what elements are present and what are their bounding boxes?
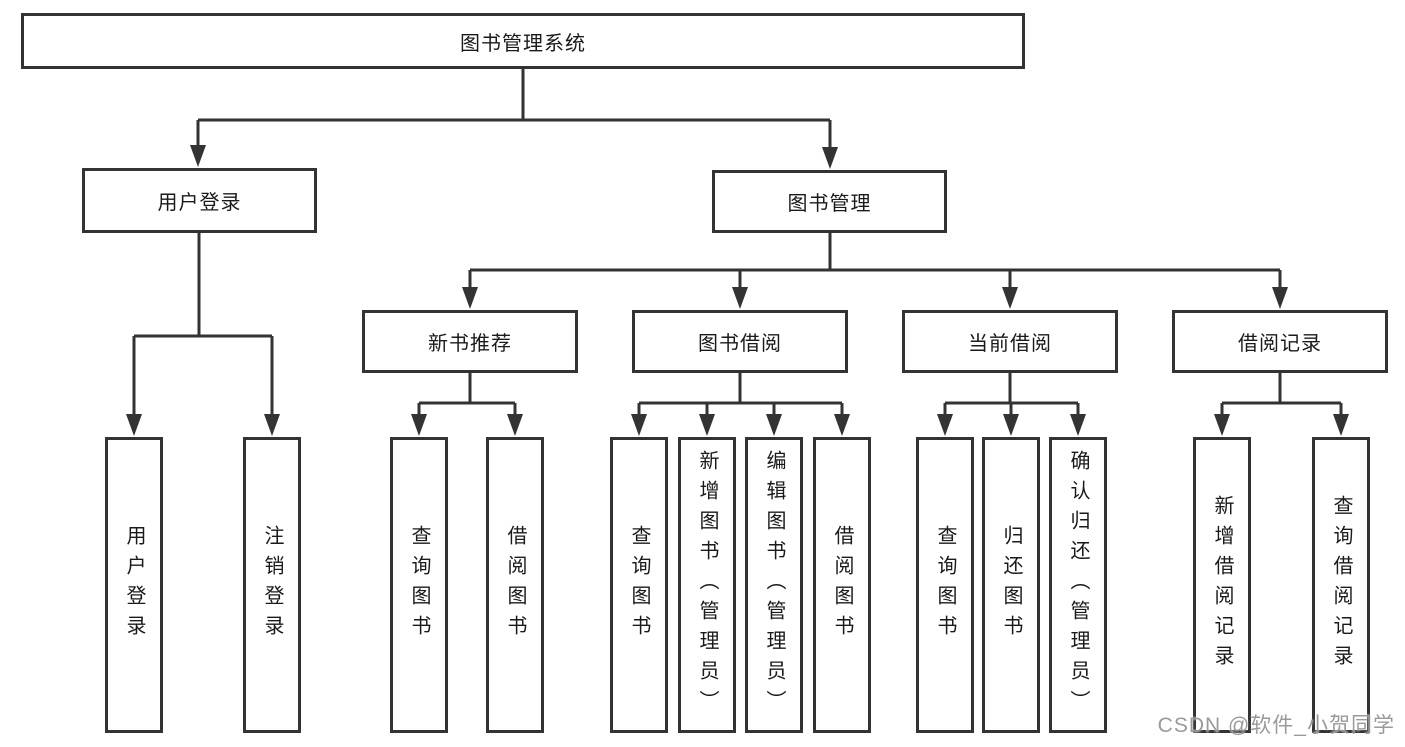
node-label: 新增借阅记录 — [1211, 495, 1233, 675]
node-label: 新书推荐 — [428, 333, 512, 355]
connector-book-mgmt-to-level3 — [462, 233, 1288, 309]
leaf-logout: 注销登录 — [243, 437, 301, 733]
leaf-edit-book-admin: 编辑图书（管理员） — [745, 437, 803, 733]
node-book-borrow: 图书借阅 — [632, 310, 848, 373]
node-borrow-record: 借阅记录 — [1172, 310, 1388, 373]
node-label: 图书管理 — [787, 193, 872, 215]
connector-book-borrow-children — [631, 373, 850, 436]
leaf-add-borrow-record: 新增借阅记录 — [1193, 437, 1251, 733]
node-label: 图书借阅 — [698, 333, 782, 355]
node-current-borrow: 当前借阅 — [902, 310, 1118, 373]
node-label: 借阅记录 — [1238, 333, 1322, 355]
node-label: 图书管理系统 — [460, 32, 586, 55]
arrow-down-icon — [1272, 287, 1288, 309]
arrow-down-icon — [1002, 287, 1018, 309]
node-label: 查询图书 — [628, 525, 650, 645]
leaf-query-borrow-record: 查询借阅记录 — [1312, 437, 1370, 733]
arrow-down-icon — [834, 414, 850, 436]
node-label: 注销登录 — [261, 525, 283, 645]
leaf-query-book-2: 查询图书 — [610, 437, 668, 733]
node-label: 用户登录 — [123, 525, 145, 645]
node-label: 查询图书 — [934, 525, 956, 645]
leaf-add-book-admin: 新增图书（管理员） — [678, 437, 736, 733]
node-label: 借阅图书 — [831, 525, 853, 645]
arrow-down-icon — [1070, 414, 1086, 436]
arrow-down-icon — [1333, 414, 1349, 436]
node-user-login: 用户登录 — [82, 168, 317, 233]
node-label: 归还图书 — [1000, 525, 1022, 645]
node-label: 确认归还（管理员） — [1067, 450, 1089, 720]
node-library-system: 图书管理系统 — [21, 13, 1025, 69]
arrow-down-icon — [766, 414, 782, 436]
arrow-down-icon — [937, 414, 953, 436]
node-label: 新增图书（管理员） — [696, 450, 718, 720]
arrow-down-icon — [822, 147, 838, 169]
node-label: 当前借阅 — [968, 333, 1052, 355]
arrow-down-icon — [507, 414, 523, 436]
leaf-borrow-book-1: 借阅图书 — [486, 437, 544, 733]
node-label: 编辑图书（管理员） — [763, 450, 785, 720]
connector-borrow-record-children — [1214, 373, 1349, 436]
node-label: 查询图书 — [408, 525, 430, 645]
arrow-down-icon — [699, 414, 715, 436]
arrow-down-icon — [190, 145, 206, 167]
leaf-query-book-3: 查询图书 — [916, 437, 974, 733]
leaf-return-book: 归还图书 — [982, 437, 1040, 733]
arrow-down-icon — [126, 414, 142, 436]
arrow-down-icon — [411, 414, 427, 436]
connector-root-to-level2 — [190, 69, 838, 169]
node-label: 查询借阅记录 — [1330, 495, 1352, 675]
connector-new-book-children — [411, 373, 523, 436]
csdn-watermark: CSDN @软件_小贺同学 — [1157, 714, 1395, 737]
arrow-down-icon — [264, 414, 280, 436]
connector-user-login-children — [126, 233, 280, 436]
arrow-down-icon — [631, 414, 647, 436]
leaf-query-book-1: 查询图书 — [390, 437, 448, 733]
node-new-book-recommend: 新书推荐 — [362, 310, 578, 373]
leaf-borrow-book-2: 借阅图书 — [813, 437, 871, 733]
leaf-user-login: 用户登录 — [105, 437, 163, 733]
arrow-down-icon — [1003, 414, 1019, 436]
node-label: 借阅图书 — [504, 525, 526, 645]
arrow-down-icon — [1214, 414, 1230, 436]
arrow-down-icon — [732, 287, 748, 309]
arrow-down-icon — [462, 287, 478, 309]
leaf-confirm-return-admin: 确认归还（管理员） — [1049, 437, 1107, 733]
node-label: 用户登录 — [157, 192, 242, 214]
node-book-management: 图书管理 — [712, 170, 947, 233]
connector-current-borrow-children — [937, 373, 1086, 436]
